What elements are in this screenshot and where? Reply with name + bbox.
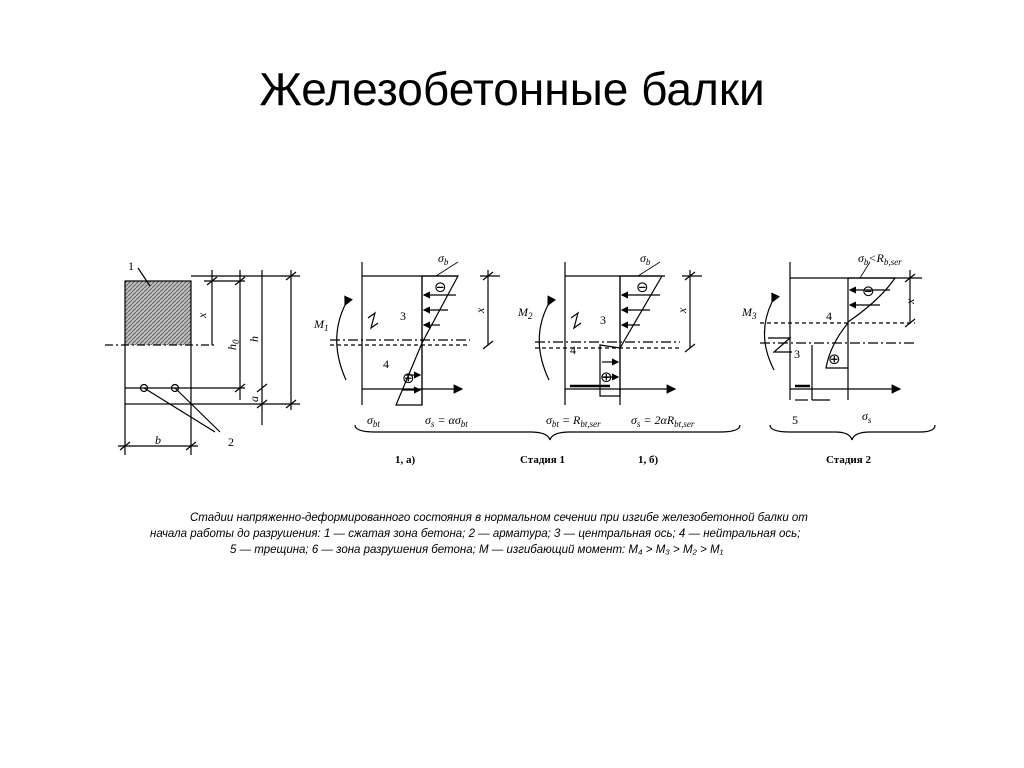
label-sigma-b-2-sub: b <box>864 257 869 267</box>
moment-arrow-3 <box>763 292 780 371</box>
stage-1-brace <box>354 424 741 441</box>
stress-diagram-1a <box>330 261 500 406</box>
stress-diagram-2 <box>760 261 922 401</box>
stress-epure-2 <box>847 277 897 323</box>
label-sigma-b-1a: σ <box>438 251 445 265</box>
stage-2-brace <box>769 424 936 441</box>
leader-2b <box>174 387 221 433</box>
svg-text:σb: σb <box>438 251 449 267</box>
label-sigma-bt-1a-sub: bt <box>373 419 381 429</box>
slide-title: Железобетонные балки <box>259 63 765 115</box>
figure-caption: Стадии напряженно-деформированного состо… <box>150 510 950 558</box>
label-moment-m2: M <box>517 305 529 319</box>
minus-sign-2: ⊖ <box>862 282 875 300</box>
stress-diagram-1b <box>535 261 702 405</box>
label-compressed-zone-1: 1 <box>128 259 134 273</box>
label-sigma-bt-1b-rhs-sub: bt,ser <box>580 419 601 429</box>
label-sigma-s-2-sub: s <box>868 415 872 425</box>
label-dim-a: a <box>247 396 261 402</box>
label-sigma-s-2: σ <box>862 409 869 423</box>
svg-text:σs = 2αRbt,ser: σs = 2αRbt,ser <box>631 413 695 429</box>
minus-sign-1b: ⊖ <box>636 278 649 296</box>
svg-text:σb<Rb,ser: σb<Rb,ser <box>858 251 902 267</box>
label-dim-h0-sub: 0 <box>231 339 241 344</box>
label-stage-1: Стадия 1 <box>520 454 565 466</box>
svg-text:M3: M3 <box>741 305 757 321</box>
label-moment-m3-sub: 3 <box>751 311 757 321</box>
label-sigma-s-1a-rhs: = ασ <box>434 413 461 427</box>
svg-text:σb: σb <box>640 251 651 267</box>
label-sigma-bt-1b: σ <box>546 413 553 427</box>
leader-2a <box>143 387 216 433</box>
svg-text:σbt = Rbt,ser: σbt = Rbt,ser <box>546 413 601 429</box>
label-case-1b: 1, б) <box>638 454 659 466</box>
label-sigma-b-1b-sub: b <box>646 257 651 267</box>
label-neutral-axis-4-1a: 4 <box>383 357 389 371</box>
label-moment-m1: M <box>313 317 325 331</box>
label-dim-h0: h <box>225 344 239 350</box>
label-sigma-b-2-rhs-sub: b,ser <box>884 257 902 267</box>
caption-line-2: начала работы до разрушения: 1 — сжатая … <box>150 528 801 540</box>
label-sigma-s-1b: σ <box>631 413 638 427</box>
plus-sign-1a: ⊕ <box>402 369 415 387</box>
svg-text:h0: h0 <box>225 339 241 350</box>
label-sigma-s-1b-rhs: = 2αR <box>640 413 674 427</box>
label-sigma-b-1a-sub: b <box>444 257 449 267</box>
minus-sign-1a: ⊖ <box>434 278 447 296</box>
label-sigma-bt-1b-rhs: = R <box>559 413 581 427</box>
label-dim-b: b <box>155 433 161 447</box>
label-sigma-b-1b: σ <box>640 251 647 265</box>
label-stage-2: Стадия 2 <box>826 454 871 466</box>
label-x-1a: x <box>473 307 487 314</box>
label-sigma-s-1a-sub: s <box>431 419 435 429</box>
label-central-axis-3-2: 3 <box>794 347 800 361</box>
svg-text:M2: M2 <box>517 305 533 321</box>
label-sigma-s-1a-rhs-sub: bt <box>461 419 469 429</box>
label-sigma-b-2: σ <box>858 251 865 265</box>
caption-line-3: 5 — трещина; 6 — зона разрушения бетона;… <box>230 544 724 556</box>
plus-sign-1b: ⊕ <box>600 368 613 386</box>
label-sigma-bt-1a: σ <box>367 413 374 427</box>
label-sigma-s-1b-rhs-sub: bt,ser <box>674 419 695 429</box>
label-neutral-axis-4-1b: 4 <box>570 343 576 357</box>
label-crack-5: 5 <box>792 413 798 427</box>
label-dim-h: h <box>247 336 261 342</box>
plus-sign-2: ⊕ <box>828 350 841 368</box>
label-x-2: x <box>903 298 917 305</box>
label-central-axis-3-1a: 3 <box>400 309 406 323</box>
svg-text:M1: M1 <box>313 317 329 333</box>
moment-arrow-2 <box>538 295 557 381</box>
svg-text:σs: σs <box>862 409 872 425</box>
section-outline <box>124 280 192 405</box>
label-moment-m3: M <box>741 305 753 319</box>
compressed-zone-hatch <box>125 281 191 345</box>
label-neutral-axis-4-2: 4 <box>826 309 832 323</box>
label-sigma-s-1a: σ <box>425 413 432 427</box>
label-dim-x: x <box>195 312 209 319</box>
caption-line-1: Стадии напряженно-деформированного состо… <box>190 512 808 524</box>
label-sigma-bt-1b-sub: bt <box>552 419 560 429</box>
label-case-1a: 1, а) <box>395 454 416 466</box>
label-sigma-s-1b-sub: s <box>637 419 641 429</box>
label-moment-m1-sub: 1 <box>324 323 329 333</box>
label-x-1b: x <box>675 307 689 314</box>
label-rebar-2: 2 <box>228 435 234 449</box>
beam-cross-section <box>105 267 300 455</box>
svg-text:σbt: σbt <box>367 413 380 429</box>
moment-arrow-1 <box>336 295 353 381</box>
label-central-axis-3-1b: 3 <box>600 313 606 327</box>
label-sigma-b-2-rhs: <R <box>868 251 884 265</box>
leader-1 <box>137 267 151 287</box>
svg-text:σs = ασbt: σs = ασbt <box>425 413 468 429</box>
label-moment-m2-sub: 2 <box>528 311 533 321</box>
